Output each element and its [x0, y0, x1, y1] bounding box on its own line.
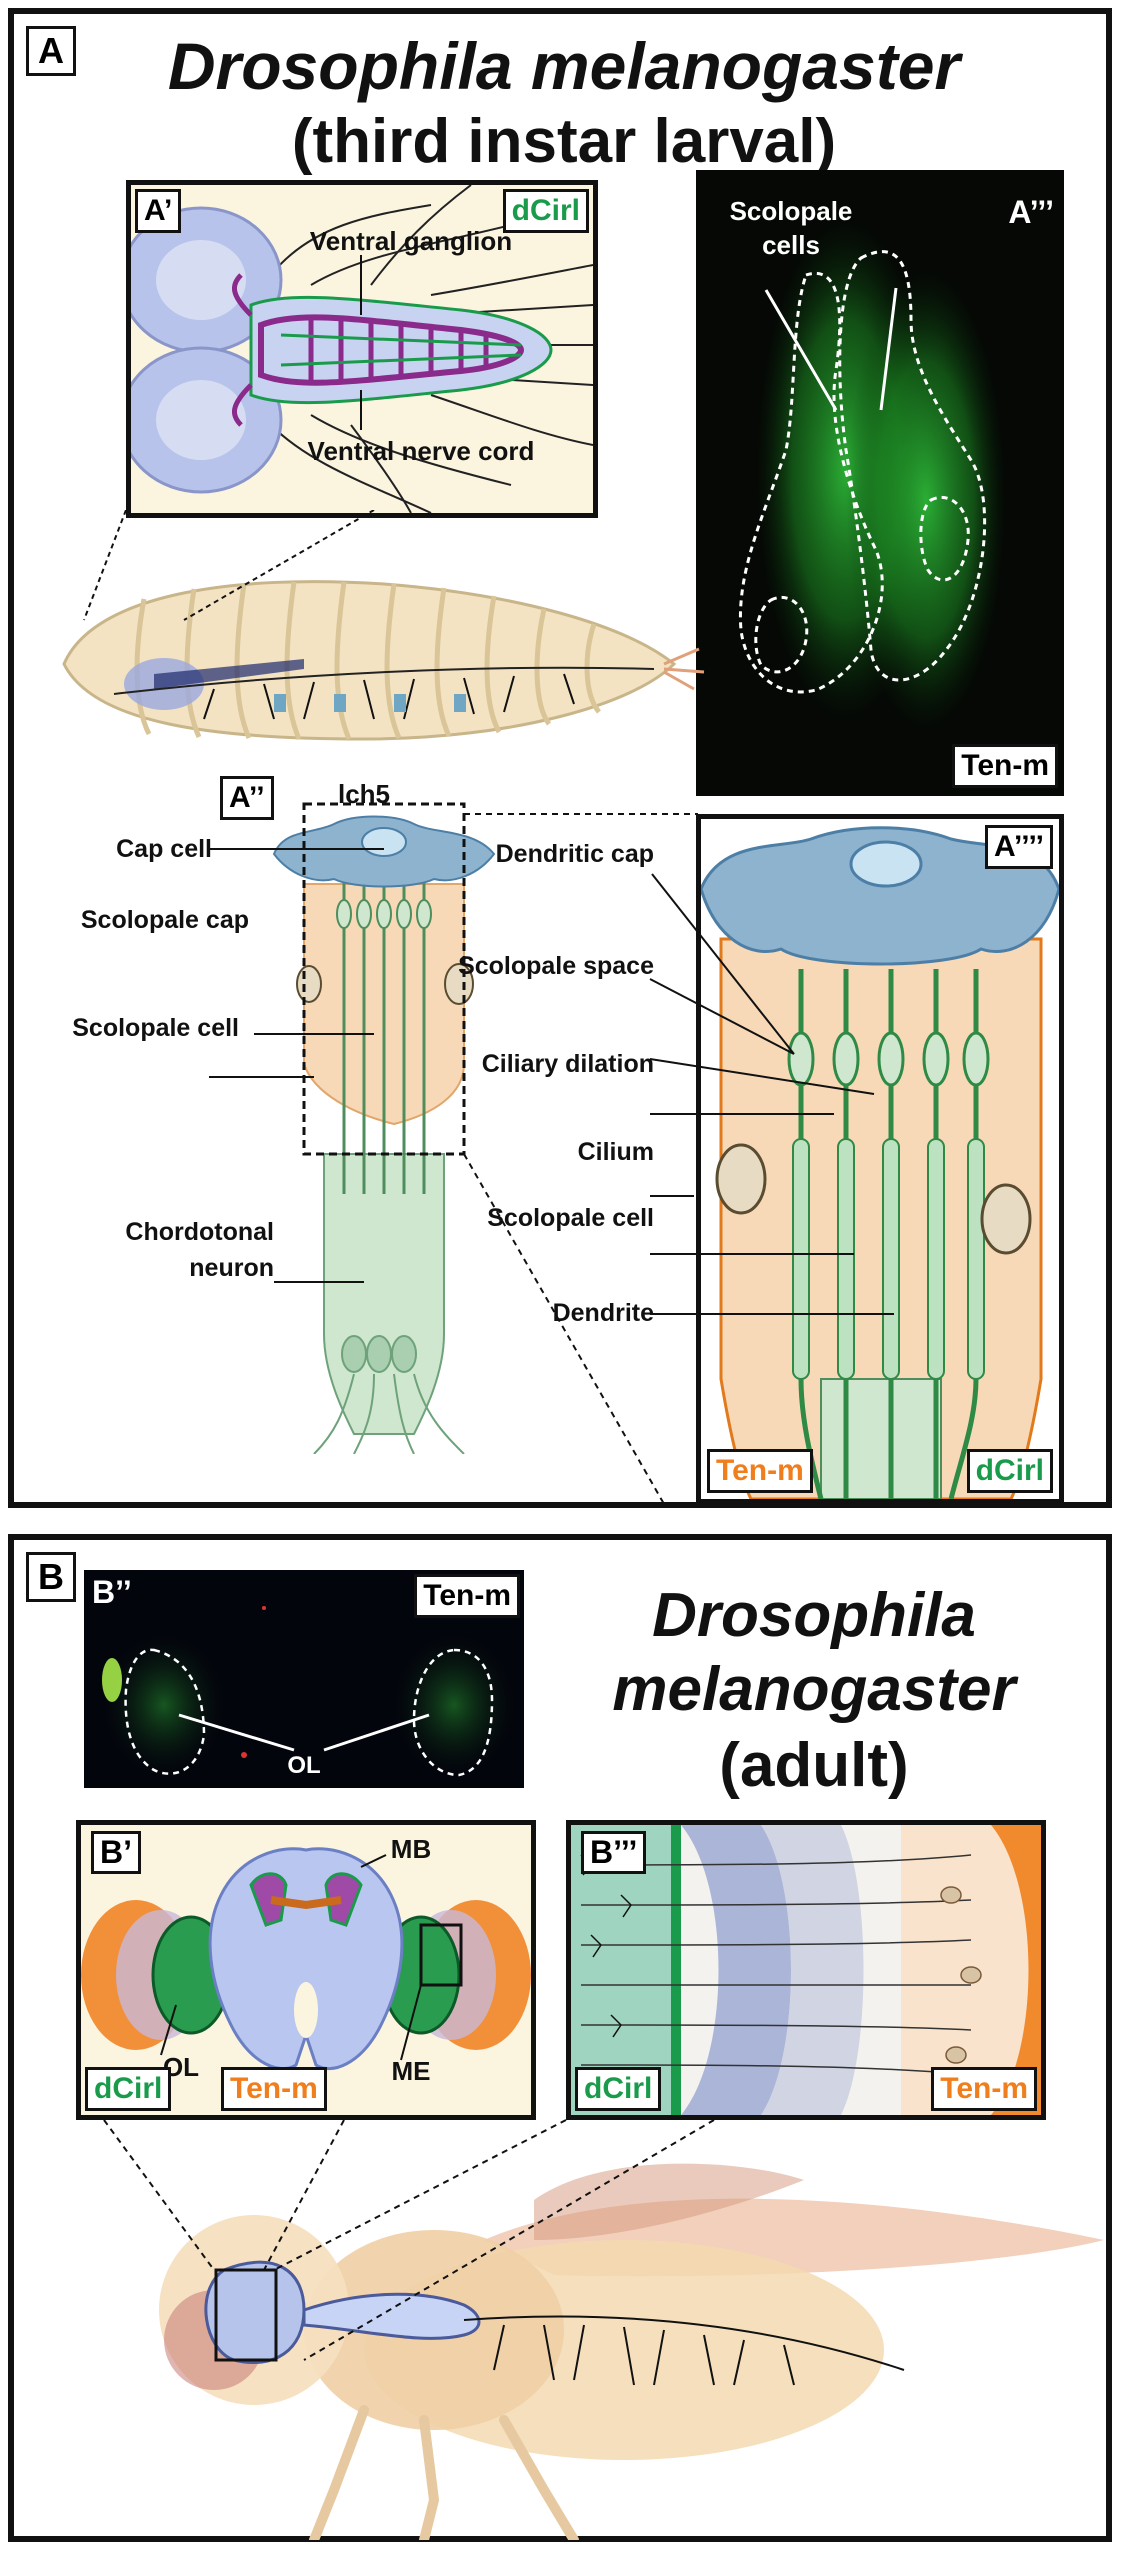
legs — [309, 2405, 579, 2540]
dcirl-expression — [280, 333, 522, 367]
dendritic-cap-a4 — [701, 826, 1059, 966]
ventral-nerve-cord-adult — [302, 2292, 481, 2340]
optic-lobe-micrograph — [102, 1606, 514, 1777]
optic-lobe-left-signal — [104, 1635, 224, 1775]
a4-dcirl-marker: dCirl — [966, 1449, 1053, 1493]
b1-dcirl-marker: dCirl — [85, 2067, 172, 2111]
label-dendritic-cap: Dendritic cap — [495, 840, 654, 868]
photoreceptor-axons — [580, 1854, 972, 2076]
b-connectors — [103, 2119, 715, 2361]
label-cap-cell: Cap cell — [116, 835, 212, 863]
a-prime-connectors — [83, 510, 375, 621]
label-me: ME — [391, 2056, 431, 2086]
ventral-ganglion-commissures — [232, 273, 489, 427]
label-scolopale-cell-a4: Scolopale cell — [487, 1204, 654, 1232]
inset-b-double-prime-optic-lobe-micrograph: B’’ Ten-m OL — [84, 1570, 524, 1788]
panel-b-letter: B — [26, 1552, 76, 1602]
panel-a-title-species: Drosophila melanogaster — [167, 29, 961, 103]
panel-b: B B’’ Ten-m OL Drosophila me — [8, 1534, 1112, 2542]
neuron-somata — [341, 1335, 417, 1373]
label-ol-micrograph: OL — [287, 1752, 321, 1779]
inset-b-prime-adult-brain: B’ MB OL ME dCirl Ten-m — [76, 1820, 536, 2120]
retina-layer — [991, 1825, 1041, 2115]
ciliary-dilations-a4 — [787, 1031, 990, 1087]
a-double-prime-tag: A’’ — [220, 776, 274, 820]
retina-cell-bodies — [940, 1886, 982, 2064]
panel-a-title-stage: (third instar larval) — [291, 107, 837, 176]
ventral-nerve-cord-illustration — [131, 185, 593, 513]
inset-a-prime-ventral-nerve-cord: A’ dCirl Ventral ganglion Ventral nerve … — [126, 180, 598, 518]
b2-ten-m-marker: Ten-m — [414, 1574, 520, 1618]
label-scolopale-cap: Scolopale cap — [80, 906, 249, 934]
b3-ten-m-marker: Ten-m — [931, 2067, 1037, 2111]
b1-ten-m-marker: Ten-m — [221, 2067, 327, 2111]
a-prime-dcirl-marker: dCirl — [502, 189, 589, 233]
panel-b-title-stage: (adult) — [719, 1731, 909, 1800]
label-ciliary-dilation: Ciliary dilation — [481, 1050, 654, 1078]
a-prime-tag: A’ — [135, 189, 182, 233]
brain-lobe-upper-core — [156, 240, 246, 320]
label-scolopale-space: Scolopale space — [458, 952, 654, 980]
scolopale-cell-right-signal — [846, 270, 1006, 730]
chordotonal-axons — [313, 1373, 465, 1454]
medulla-layer — [681, 1825, 791, 2115]
inset-b-triple-prime-medulla-layers: B’’’ dCirl Ten-m — [566, 1820, 1046, 2120]
a-triple-prime-tag: A’’’ — [1008, 194, 1054, 230]
label-cilium: Cilium — [577, 1138, 654, 1166]
label-ventral-nerve-cord: Ventral nerve cord — [307, 436, 535, 466]
a4-ten-m-marker: Ten-m — [707, 1449, 813, 1493]
optic-lobe-outlines — [124, 1648, 494, 1777]
b-triple-prime-tag: B’’’ — [581, 1831, 647, 1874]
inner-segments-a4 — [792, 1138, 985, 1380]
b-prime-tag: B’ — [91, 1831, 141, 1874]
optic-lobe-right-signal — [394, 1635, 514, 1775]
adult-peripheral-nerves — [463, 2315, 905, 2386]
ciliary-dilations — [336, 899, 432, 929]
panel-a-letter: A — [26, 26, 76, 76]
larva-segments — [134, 581, 602, 740]
a-triple-prime-ten-m-marker: Ten-m — [952, 744, 1058, 788]
ventral-ganglion-neuropil — [258, 314, 525, 386]
larva-nerves — [203, 673, 575, 720]
adult-fly-illustration — [159, 2163, 1104, 2540]
scolopidium-illustration — [701, 826, 1059, 1499]
label-scolopale-cell-a2: Scolopale cell — [72, 1014, 239, 1042]
panel-a: A Drosophila melanogaster (third instar … — [8, 8, 1112, 1508]
label-ventral-ganglion: Ventral ganglion — [309, 226, 513, 256]
b-double-prime-tag: B’’ — [92, 1574, 132, 1610]
label-mb: MB — [390, 1834, 432, 1864]
scolopale-nucleus-right — [980, 1183, 1032, 1255]
a-quadruple-prime-tag: A’’’’ — [984, 825, 1053, 869]
label-dendrite: Dendrite — [552, 1299, 654, 1327]
a4-leader-lines — [649, 873, 894, 1315]
brain-lobe-lower-core — [156, 380, 246, 460]
label-chordotonal-neuron: Chordotonal neuron — [125, 1218, 274, 1282]
larva-chordotonal-organs — [274, 694, 466, 712]
lch5-leader-lines — [209, 848, 384, 1283]
panel-b-title-species: melanogaster — [612, 1655, 1016, 1724]
scolopale-micrograph — [738, 220, 1006, 730]
b3-dcirl-marker: dCirl — [575, 2067, 662, 2111]
panel-b-title-genus: Drosophila — [652, 1581, 976, 1650]
a2-a4-connectors — [463, 813, 698, 1505]
label-scolopale-cells: Scolopale cells — [729, 196, 853, 260]
inset-a-quadruple-prime-scolopidium: A’’’’ Ten-m dCirl — [696, 814, 1064, 1504]
cell-outlines — [738, 250, 987, 694]
mushroom-body-right — [324, 1872, 363, 1927]
inset-a-triple-prime-scolopale-micrograph: Scolopale cells A’’’ Ten-m — [696, 170, 1064, 796]
scolopale-nucleus-left — [715, 1143, 767, 1215]
larva-illustration — [62, 580, 705, 741]
mushroom-body-left — [249, 1872, 288, 1927]
adult-brain-illustration — [81, 1847, 531, 2071]
